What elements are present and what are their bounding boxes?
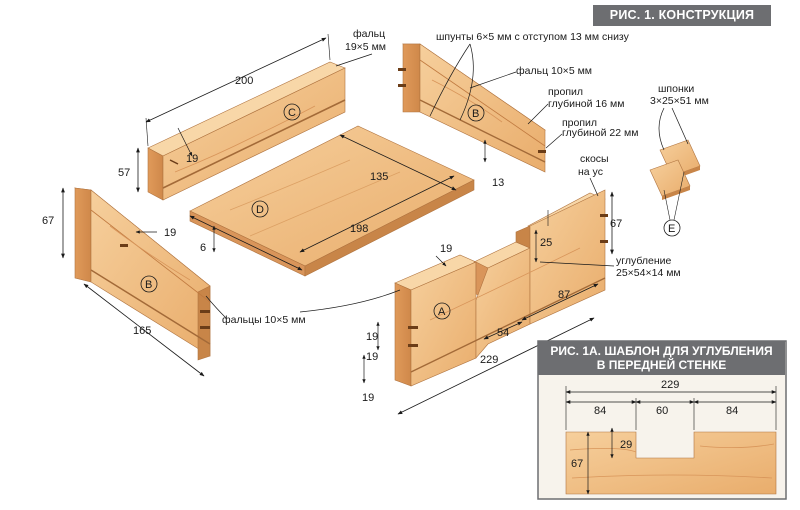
inset-dim-total: 229 [661,379,679,391]
figure-title: РИС. 1. КОНСТРУКЦИЯ КОРПУСА [593,5,771,43]
dim-a-25: 25 [540,237,552,249]
inset-dim-left: 84 [594,405,606,417]
callout-rebate-19x5-l2: 19×5 мм [345,41,386,53]
callout-miter-l1: скосы [580,153,609,165]
inset-dim-right: 84 [726,405,738,417]
part-c-label: C [288,107,296,119]
dim-a-19-2: 19 [366,351,378,363]
inset-dim-depth: 29 [620,439,632,451]
callout-kerf16-l1: пропил [548,86,583,98]
part-e-keys [649,139,701,200]
dim-bl-165: 165 [133,325,151,337]
part-b-top-label: B [472,108,479,120]
inset-title: РИС. 1А. ШАБЛОН ДЛЯ УГЛУБЛЕНИЯ В ПЕРЕДНЕ… [538,341,785,375]
callout-kerf22-l2: глубиной 22 мм [562,127,638,139]
dim-d-6: 6 [200,242,206,254]
dim-bl-67: 67 [42,215,54,227]
callout-recess-l1: углубление [616,255,672,267]
callout-rebate-10x5: фальц 10×5 мм [516,65,592,77]
dim-b-13: 13 [492,177,504,189]
part-d-label: D [256,204,264,216]
callout-keys-l1: шпонки [658,83,694,95]
inset-title-line2: В ПЕРЕДНЕЙ СТЕНКЕ [596,358,727,372]
callout-kerf16-l2: глубиной 16 мм [548,98,624,110]
callout-miter-l2: на ус [578,166,603,178]
inset-dim-height: 67 [571,458,583,470]
dim-d-135: 135 [370,171,388,183]
callout-grooves: шпунты 6×5 мм с отступом 13 мм снизу [436,31,630,43]
dim-c-19: 19 [186,153,198,165]
dim-c-height: 57 [118,167,130,179]
callout-kerf22-l1: пропил [562,117,597,129]
callout-rebate-19x5-l1: фальц [353,28,385,40]
callout-rebates-bottom: фальцы 10×5 мм [222,314,306,326]
part-a-label: A [438,306,446,318]
dim-c-length: 200 [235,75,253,87]
inset-title-line1: РИС. 1А. ШАБЛОН ДЛЯ УГЛУБЛЕНИЯ [550,344,773,358]
dim-d-198: 198 [350,223,368,235]
dim-bl-19: 19 [164,227,176,239]
part-e-label: E [668,223,675,235]
dim-a-19-3: 19 [362,392,374,404]
callout-keys-l2: 3×25×51 мм [650,95,709,107]
dim-a-54: 54 [497,327,509,339]
dim-a-19-1: 19 [366,331,378,343]
inset-dim-mid: 60 [656,405,668,417]
dim-a-19: 19 [440,243,452,255]
part-b-left-label: B [145,279,152,291]
callout-recess-l2: 25×54×14 мм [616,267,681,279]
dim-a-229: 229 [480,354,498,366]
dim-a-67: 67 [610,218,622,230]
dim-a-87: 87 [558,289,570,301]
